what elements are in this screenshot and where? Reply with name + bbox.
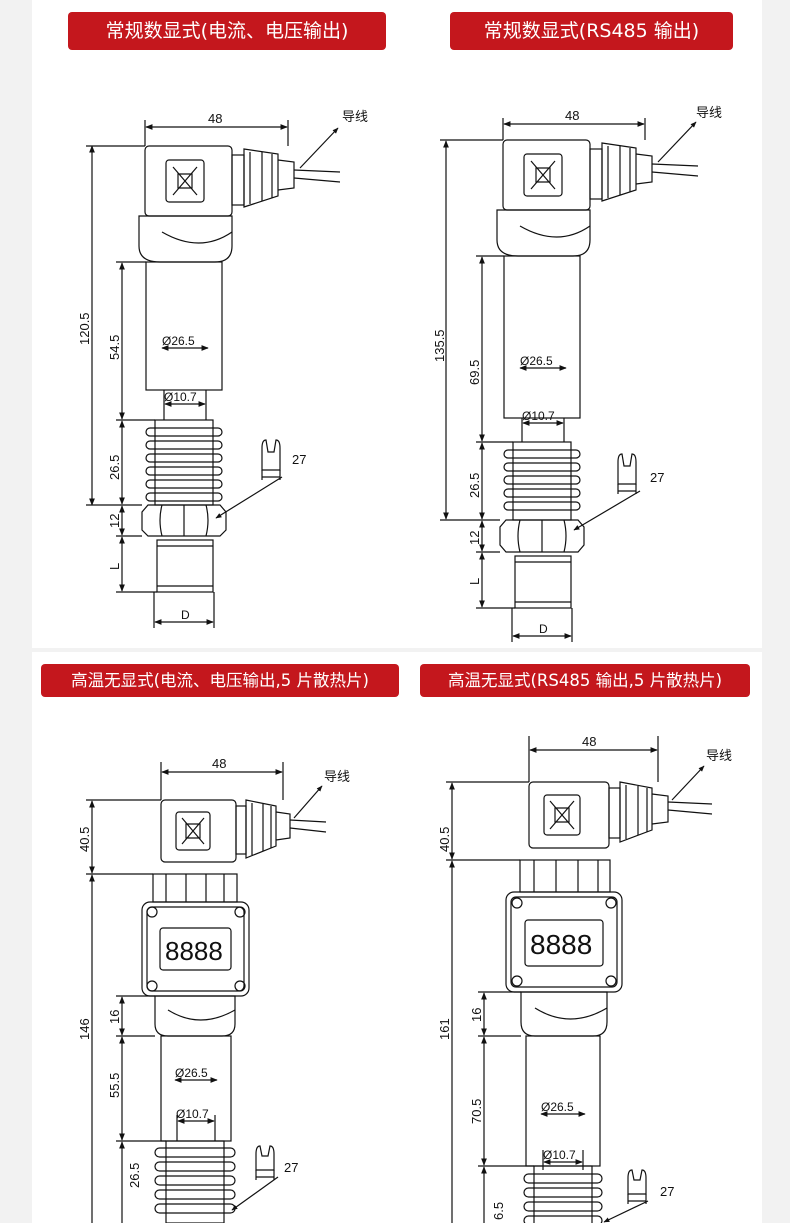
dim-hex: 12	[467, 531, 482, 545]
drawing-regular-rs485: 48 导线 Ø26.5 Ø10.7	[432, 105, 722, 642]
wrench-icon	[617, 453, 637, 485]
wrench-icon	[627, 1169, 647, 1195]
dim-width: 48	[208, 111, 222, 126]
dim-top: 40.5	[77, 827, 92, 852]
title-hightemp-current-voltage: 高温无显式(电流、电压输出,5 片散热片)	[41, 664, 399, 697]
title-regular-current-voltage: 常规数显式(电流、电压输出)	[68, 12, 386, 50]
dim-body-diameter: Ø26.5	[162, 334, 195, 348]
dim-width: 48	[212, 756, 226, 771]
display-digits: 8888	[165, 936, 223, 966]
dim-thread-d: D	[181, 608, 190, 622]
label-wire: 导线	[696, 105, 722, 120]
dim-thread-d: D	[539, 622, 548, 636]
dim-total: 146	[77, 1018, 92, 1040]
dim-wrench: 27	[284, 1160, 298, 1175]
dim-thread-l: L	[107, 563, 122, 570]
dim-body-diameter: Ø26.5	[175, 1066, 208, 1080]
dim-total: 120.5	[77, 312, 92, 345]
dim-wrench: 27	[660, 1184, 674, 1199]
cooling-fins	[523, 1165, 603, 1223]
lcd-display	[524, 919, 604, 967]
title-regular-rs485: 常规数显式(RS485 输出)	[450, 12, 733, 50]
label-wire: 导线	[342, 109, 368, 124]
dim-thread-l: L	[467, 578, 482, 585]
dim-inner-diameter: Ø10.7	[522, 409, 555, 423]
dim-wrench: 27	[650, 470, 664, 485]
wrench-icon	[261, 439, 281, 471]
dim-top: 40.5	[437, 827, 452, 852]
dim-inner-diameter: Ø10.7	[164, 390, 197, 404]
dim-width: 48	[582, 734, 596, 749]
dim-fins: 26.5	[127, 1163, 142, 1188]
dim-neck: 16	[107, 1010, 122, 1024]
dim-total: 161	[437, 1018, 452, 1040]
dim-inner-diameter: Ø10.7	[543, 1148, 576, 1162]
lcd-display	[159, 927, 232, 971]
dim-fins: 26.5	[467, 473, 482, 498]
cooling-fins	[503, 441, 581, 521]
display-digits: 8888	[530, 929, 592, 960]
dim-fins: 26.5	[107, 455, 122, 480]
drawing-hightemp-current-voltage: 48 导线 8888 Ø26.5	[77, 756, 350, 1223]
dim-fins: 6.5	[491, 1202, 506, 1220]
dim-upper: 55.5	[107, 1073, 122, 1098]
dim-wrench: 27	[292, 452, 306, 467]
dim-hex: 12	[107, 514, 122, 528]
dim-width: 48	[565, 108, 579, 123]
label-wire: 导线	[324, 769, 350, 784]
cooling-fins	[145, 419, 223, 506]
dim-neck: 16	[469, 1008, 484, 1022]
dim-upper: 69.5	[467, 360, 482, 385]
top-panel-background	[32, 0, 762, 648]
dim-body-diameter: Ø26.5	[520, 354, 553, 368]
drawing-hightemp-rs485: 48 导线 8888 Ø26.5 Ø10.7	[437, 734, 732, 1223]
cooling-fins	[154, 1140, 236, 1223]
drawing-regular-current-voltage: 48 导线 Ø26.5 Ø10.7	[77, 109, 368, 628]
dim-upper: 54.5	[107, 335, 122, 360]
dim-total: 135.5	[432, 329, 447, 362]
wrench-icon	[255, 1145, 275, 1171]
dim-inner-diameter: Ø10.7	[176, 1107, 209, 1121]
dim-upper: 70.5	[469, 1099, 484, 1124]
label-wire: 导线	[706, 748, 732, 763]
title-hightemp-rs485: 高温无显式(RS485 输出,5 片散热片)	[420, 664, 750, 697]
dim-body-diameter: Ø26.5	[541, 1100, 574, 1114]
